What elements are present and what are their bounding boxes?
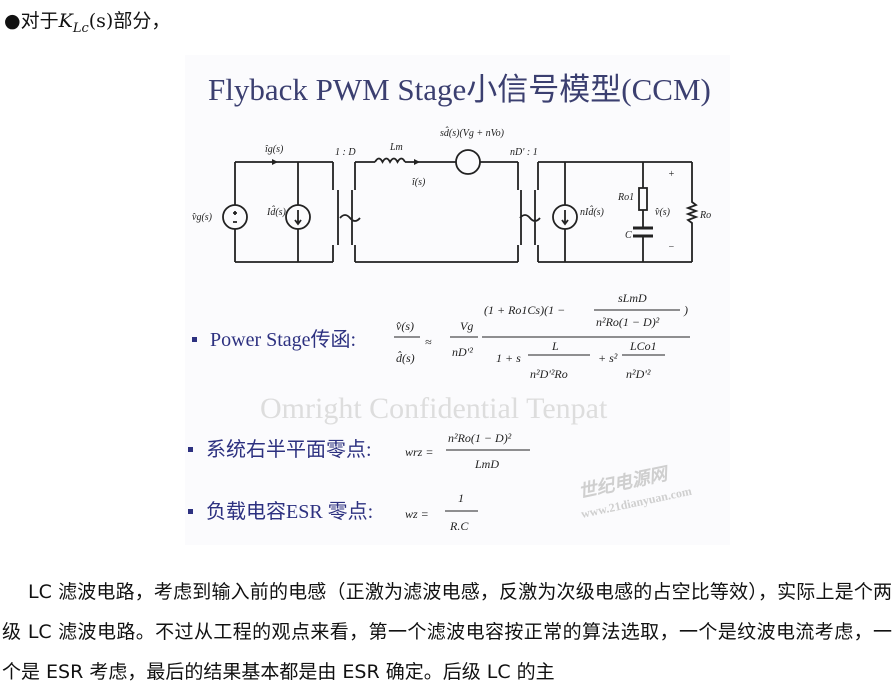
current-source-nid bbox=[552, 204, 578, 230]
svg-text:n²Ro(1 − D)²: n²Ro(1 − D)² bbox=[596, 315, 660, 329]
body-paragraph: LC 滤波电路，考虑到输入前的电感（正激为滤波电感，反激为次级电感的占空比等效）… bbox=[2, 581, 892, 683]
watermark: Omright Confidential Tenpat bbox=[260, 392, 608, 425]
label-c: C bbox=[625, 230, 632, 241]
svg-text:n²D'²: n²D'² bbox=[626, 367, 651, 381]
esr-zero-den: R.C bbox=[449, 519, 469, 533]
label-vout: v̂(s) bbox=[655, 207, 671, 218]
bullet-esr-zero: 负载电容ESR 零点: bbox=[206, 500, 373, 523]
resistor-ro bbox=[685, 162, 699, 262]
transformer-2 bbox=[517, 162, 541, 262]
circuit-diagram bbox=[222, 149, 699, 263]
esr-zero-lhs: wz = bbox=[405, 507, 429, 521]
svg-text:d̂(s): d̂(s) bbox=[396, 351, 415, 365]
svg-text:): ) bbox=[683, 303, 688, 317]
label-lm: Lm bbox=[389, 142, 403, 153]
label-ig: îg(s) bbox=[265, 144, 284, 155]
capacitor-c bbox=[633, 226, 653, 238]
svg-text:Vg: Vg bbox=[460, 319, 473, 333]
figure-title: Flyback PWM Stage小信号模型(CCM) bbox=[208, 72, 711, 107]
label-minus: − bbox=[668, 242, 675, 253]
transformer-1 bbox=[337, 190, 361, 245]
power-stage-formula: v̂(s) d̂(s) ≈ Vg nD'² (1 + Ro1Cs)(1 − sL… bbox=[394, 291, 690, 381]
section-heading: ●对于KLc(s)部分， bbox=[4, 10, 171, 36]
label-is: î(s) bbox=[412, 177, 426, 188]
voltage-source-series bbox=[455, 149, 481, 175]
bullet-rhp-zero: 系统右半平面零点: bbox=[206, 438, 372, 461]
svg-text:+ s²: + s² bbox=[598, 351, 618, 365]
label-ro: Ro bbox=[699, 210, 711, 221]
svg-text:nD'²: nD'² bbox=[452, 345, 473, 359]
svg-text:sLmD: sLmD bbox=[618, 291, 647, 305]
label-ro1: Ro1 bbox=[617, 192, 634, 203]
label-vg: v̂g(s) bbox=[192, 212, 213, 223]
svg-text:(1 + Ro1Cs)(1 −: (1 + Ro1Cs)(1 − bbox=[484, 303, 565, 317]
label-series-source: sd̂(s)(Vg + nVo) bbox=[440, 126, 505, 139]
label-ratio2: nD' : 1 bbox=[510, 147, 538, 158]
voltage-source-vg bbox=[222, 204, 248, 230]
current-source-id bbox=[285, 204, 311, 230]
label-ratio1: 1 : D bbox=[335, 147, 356, 158]
flyback-model-figure: Flyback PWM Stage小信号模型(CCM) Omright Conf… bbox=[185, 55, 730, 545]
rhp-zero-num: n²Ro(1 − D)² bbox=[448, 431, 512, 445]
resistor-ro1 bbox=[638, 187, 648, 211]
svg-text:L: L bbox=[551, 339, 559, 353]
svg-text:LCo1: LCo1 bbox=[629, 339, 657, 353]
bullet-icon: ● bbox=[4, 10, 21, 32]
label-nid: nId̂(s) bbox=[580, 205, 605, 218]
esr-zero-num: 1 bbox=[458, 491, 464, 505]
svg-text:v̂(s): v̂(s) bbox=[396, 319, 414, 333]
rhp-zero-den: LmD bbox=[474, 457, 499, 471]
figure-background bbox=[185, 55, 730, 545]
inductor-lm bbox=[374, 157, 406, 164]
k-lc-symbol: KLc(s) bbox=[58, 10, 114, 36]
svg-text:≈: ≈ bbox=[425, 335, 432, 349]
svg-text:n²D'²Ro: n²D'²Ro bbox=[530, 367, 568, 381]
label-plus: + bbox=[668, 169, 675, 180]
label-id: Id̂(s) bbox=[266, 205, 287, 218]
svg-text:1 + s: 1 + s bbox=[496, 351, 521, 365]
bullet-power-stage: Power Stage传函: bbox=[210, 328, 356, 351]
rhp-zero-lhs: wrz = bbox=[405, 445, 433, 459]
